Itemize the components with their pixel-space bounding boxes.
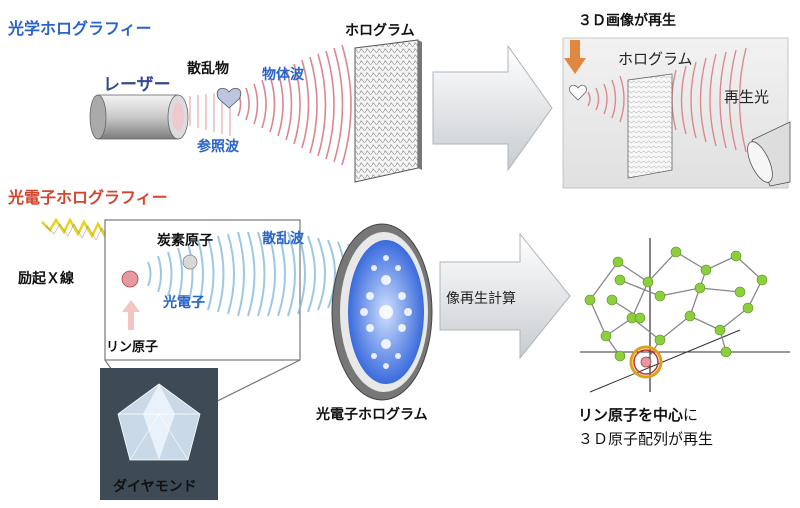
result-bold-text: リン原子を中心: [578, 406, 684, 424]
laser-device: [89, 94, 189, 140]
result-suffix-text: に: [683, 406, 699, 424]
diamond-image: [100, 368, 218, 500]
photoelectron-label: 光電子: [163, 295, 205, 311]
result-line2: ３Ｄ原子配列が再生: [578, 430, 714, 448]
computation-label: 像再生計算: [446, 291, 516, 307]
photoelectron-hologram-label: 光電子ホログラム: [316, 407, 428, 423]
reconstruction-waves: [587, 47, 747, 153]
reconstruction-light-source: [747, 121, 791, 187]
scattered-wave-label: 散乱波: [262, 231, 304, 247]
image-heart-icon: [569, 84, 587, 101]
xray-squiggle-shadow: [45, 223, 111, 243]
photoelectron-waves: [147, 231, 355, 317]
down-arrow-icon: [564, 40, 586, 74]
scatterer-heart-icon: [216, 87, 242, 109]
process-arrow-bottom: [439, 232, 571, 360]
central-atom-highlight: [629, 345, 663, 379]
laser-label: レーザー: [103, 75, 171, 95]
photoelectron-holography-title: 光電子ホログラフィー: [8, 188, 168, 207]
optical-holography-title: 光学ホログラフィー: [8, 19, 152, 38]
diamond-label: ダイヤモンド: [113, 479, 197, 495]
carbon-atom-label: 炭素原子: [157, 233, 213, 249]
image-reconstructed-label: ３Ｄ画像が再生: [578, 13, 676, 29]
reference-wave-label: 参照波: [197, 139, 239, 155]
carbon-atom-icon: [182, 254, 198, 270]
hologram-plate: [354, 39, 422, 183]
up-arrow-icon: [122, 300, 140, 330]
reconstruction-light-label: 再生光: [724, 88, 770, 106]
result-line1: リン原子を中心に: [578, 404, 698, 425]
scatterer-label: 散乱物: [187, 61, 229, 77]
object-wave-fronts: [237, 44, 352, 166]
photoelectron-hologram-disc: [331, 223, 433, 401]
excitation-xray-label: 励起Ｘ線: [18, 271, 74, 287]
reconstruction-hologram-plate: [627, 73, 673, 179]
process-arrow-top: [432, 44, 553, 172]
phosphorus-atom-label: リン原子: [106, 340, 159, 355]
crystal-lattice: [580, 238, 790, 393]
result-hologram-label: ホログラム: [618, 50, 693, 68]
phosphorus-atom-icon: [121, 270, 139, 288]
object-wave-label: 物体波: [262, 67, 304, 83]
hologram-label: ホログラム: [345, 23, 415, 39]
